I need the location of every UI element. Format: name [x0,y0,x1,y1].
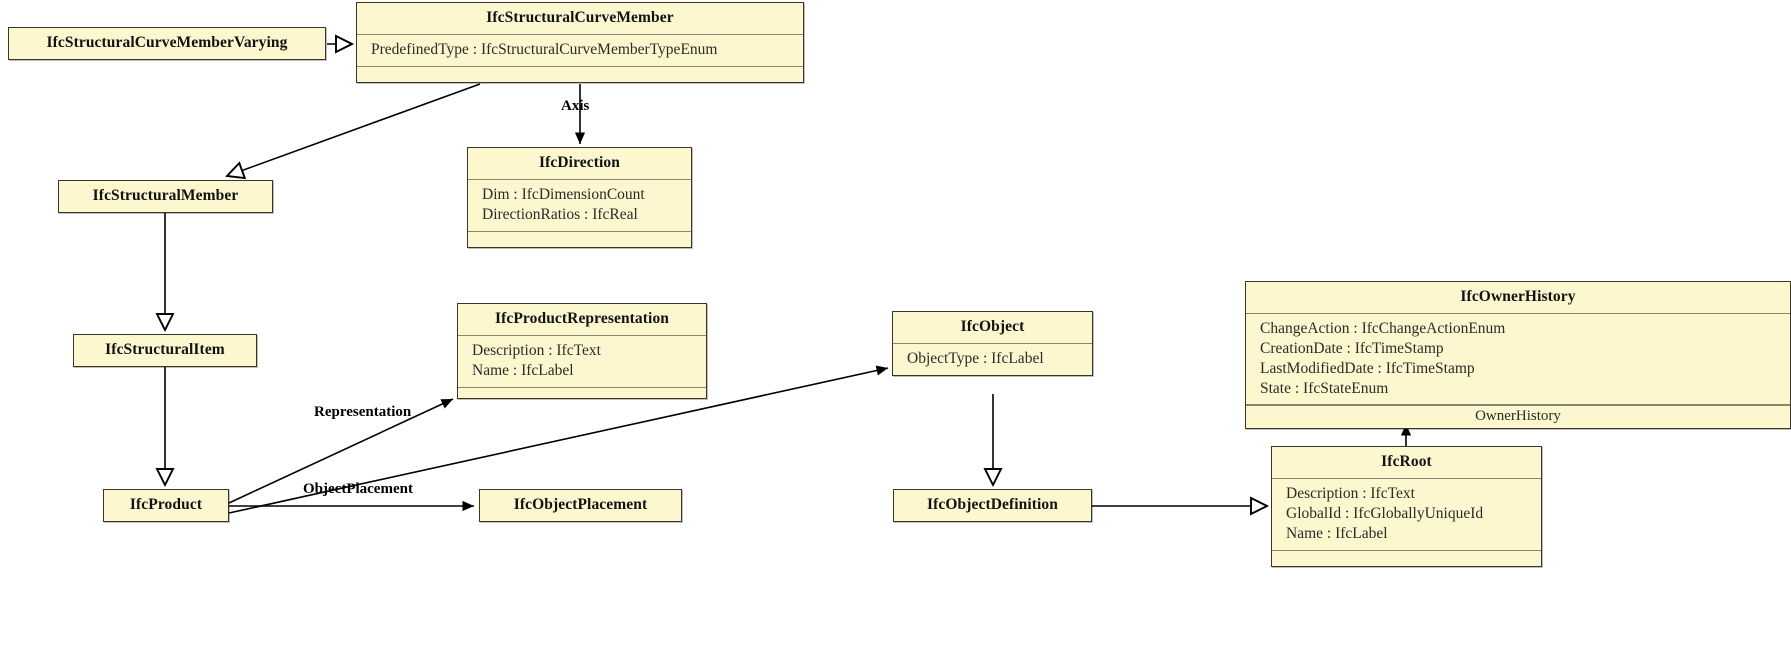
attribute-row: PredefinedType : IfcStructuralCurveMembe… [371,41,718,59]
class-ifcdirection[interactable]: IfcDirection Dim : IfcDimensionCount Dir… [467,147,692,249]
attribute-row: GlobalId : IfcGloballyUniqueId [1286,504,1484,522]
attribute-list: Dim : IfcDimensionCount DirectionRatios … [468,180,691,231]
attribute-list: Description : IfcText GlobalId : IfcGlob… [1272,479,1541,549]
attribute-row: Dim : IfcDimensionCount [482,186,645,204]
class-title: IfcObjectDefinition [926,496,1059,513]
edge-label-axis: Axis [561,98,590,114]
class-title: IfcStructuralCurveMemberVarying [46,34,288,51]
class-title: IfcProduct [129,496,203,513]
compartment-divider [458,334,706,337]
class-ifcstructuralcurvemembervarying[interactable]: IfcStructuralCurveMemberVarying [8,27,326,60]
class-ifcobject[interactable]: IfcObject ObjectType : IfcLabel [892,311,1093,376]
class-ifcstructuralcurvemember[interactable]: IfcStructuralCurveMember PredefinedType … [356,2,804,84]
compartment-divider [893,342,1092,345]
edge-label-representation: Representation [314,404,412,420]
class-title: IfcRoot [1381,453,1432,470]
class-ifcobjectplacement[interactable]: IfcObjectPlacement [479,489,682,522]
class-title: IfcDirection [539,154,620,171]
edge-product-to-object [228,365,889,514]
compartment-divider [357,33,803,36]
attribute-row: Name : IfcLabel [472,361,574,379]
class-title: IfcStructuralCurveMember [486,9,674,26]
edge-label-objectplacement: ObjectPlacement [303,481,413,497]
class-ifcproductrepresentation[interactable]: IfcProductRepresentation Description : I… [457,303,707,400]
compartment-divider [357,65,803,68]
attribute-row: LastModifiedDate : IfcTimeStamp [1260,359,1475,377]
attribute-row: CreationDate : IfcTimeStamp [1260,339,1444,357]
compartment-divider [468,230,691,233]
compartment-divider [1272,549,1541,552]
compartment-divider [1246,404,1790,406]
attribute-row: State : IfcStateEnum [1260,379,1389,397]
class-ifcownerhistory[interactable]: IfcOwnerHistory ChangeAction : IfcChange… [1245,281,1791,429]
class-ifcproduct[interactable]: IfcProduct [103,489,229,522]
attribute-list: ObjectType : IfcLabel [893,344,1092,375]
class-ifcobjectdefinition[interactable]: IfcObjectDefinition [893,489,1092,522]
attribute-row: ObjectType : IfcLabel [907,350,1044,368]
attribute-row: Description : IfcText [1286,485,1415,503]
attribute-row: DirectionRatios : IfcReal [482,205,638,223]
class-ifcstructuralitem[interactable]: IfcStructuralItem [73,334,257,367]
attribute-list: ChangeAction : IfcChangeActionEnum Creat… [1246,314,1790,404]
class-title: IfcOwnerHistory [1460,288,1576,305]
compartment-divider [468,178,691,181]
association-role-label: OwnerHistory [1475,407,1561,424]
compartment-divider [1272,477,1541,480]
edge-curvemember-to-structuralmember [227,83,481,176]
compartment-divider [1246,312,1790,315]
attribute-row: Name : IfcLabel [1286,524,1388,542]
operations-compartment [1272,551,1541,566]
attribute-list: PredefinedType : IfcStructuralCurveMembe… [357,35,803,66]
class-ifcstructuralmember[interactable]: IfcStructuralMember [58,180,273,213]
class-title: IfcProductRepresentation [494,310,670,327]
attribute-row: ChangeAction : IfcChangeActionEnum [1260,320,1506,338]
compartment-divider [458,386,706,389]
attribute-row: Description : IfcText [472,342,601,360]
class-ifcroot[interactable]: IfcRoot Description : IfcText GlobalId :… [1271,446,1542,568]
class-title: IfcStructuralMember [92,187,239,204]
operations-compartment [357,67,803,82]
operations-compartment [468,232,691,247]
edge-product-representation [228,398,454,504]
class-title: IfcObject [960,318,1025,335]
operations-compartment [458,388,706,398]
class-title: IfcStructuralItem [105,341,225,358]
attribute-list: Description : IfcText Name : IfcLabel [458,336,706,387]
class-title: IfcObjectPlacement [513,496,648,513]
